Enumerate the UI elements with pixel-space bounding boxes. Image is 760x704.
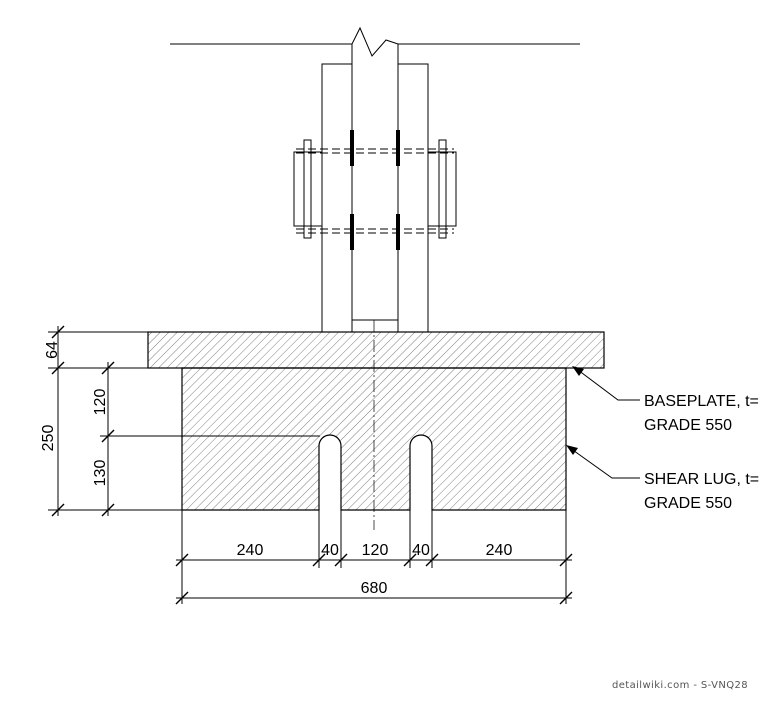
shear-lug-callout-line1: SHEAR LUG, t= [644, 471, 759, 488]
dim-lug-total: 250 [40, 425, 57, 452]
dim-lug-lower: 130 [92, 460, 109, 487]
dim-slot-left: 40 [321, 542, 339, 559]
shear-lug-callout-line2: GRADE 550 [644, 495, 732, 512]
bolt-hole-marks [350, 130, 400, 250]
baseplate-leader [572, 366, 640, 401]
dim-seg-right: 240 [486, 542, 513, 559]
bottom-dimensions [175, 510, 573, 605]
baseplate-callout-line2: GRADE 550 [644, 417, 732, 434]
splice-plate-left [321, 63, 353, 333]
dim-baseplate-thickness: 64 [44, 341, 61, 359]
splice-plate-right [397, 63, 429, 333]
dim-overall: 680 [361, 580, 388, 597]
column-web [351, 44, 399, 332]
dim-slot-right: 40 [412, 542, 430, 559]
dim-center: 120 [362, 542, 389, 559]
baseplate-callout-line1: BASEPLATE, t= [644, 393, 759, 410]
packing-plates [293, 139, 457, 239]
baseplate [147, 331, 605, 369]
watermark: detailwiki.com - S-VNQ28 [612, 680, 748, 691]
shear-lug-leader [566, 445, 640, 479]
column-break-line [170, 26, 580, 57]
dim-seg-left: 240 [237, 542, 264, 559]
dim-lug-upper: 120 [92, 389, 109, 416]
bolt-lines [296, 148, 454, 234]
left-dimensions [48, 325, 320, 517]
